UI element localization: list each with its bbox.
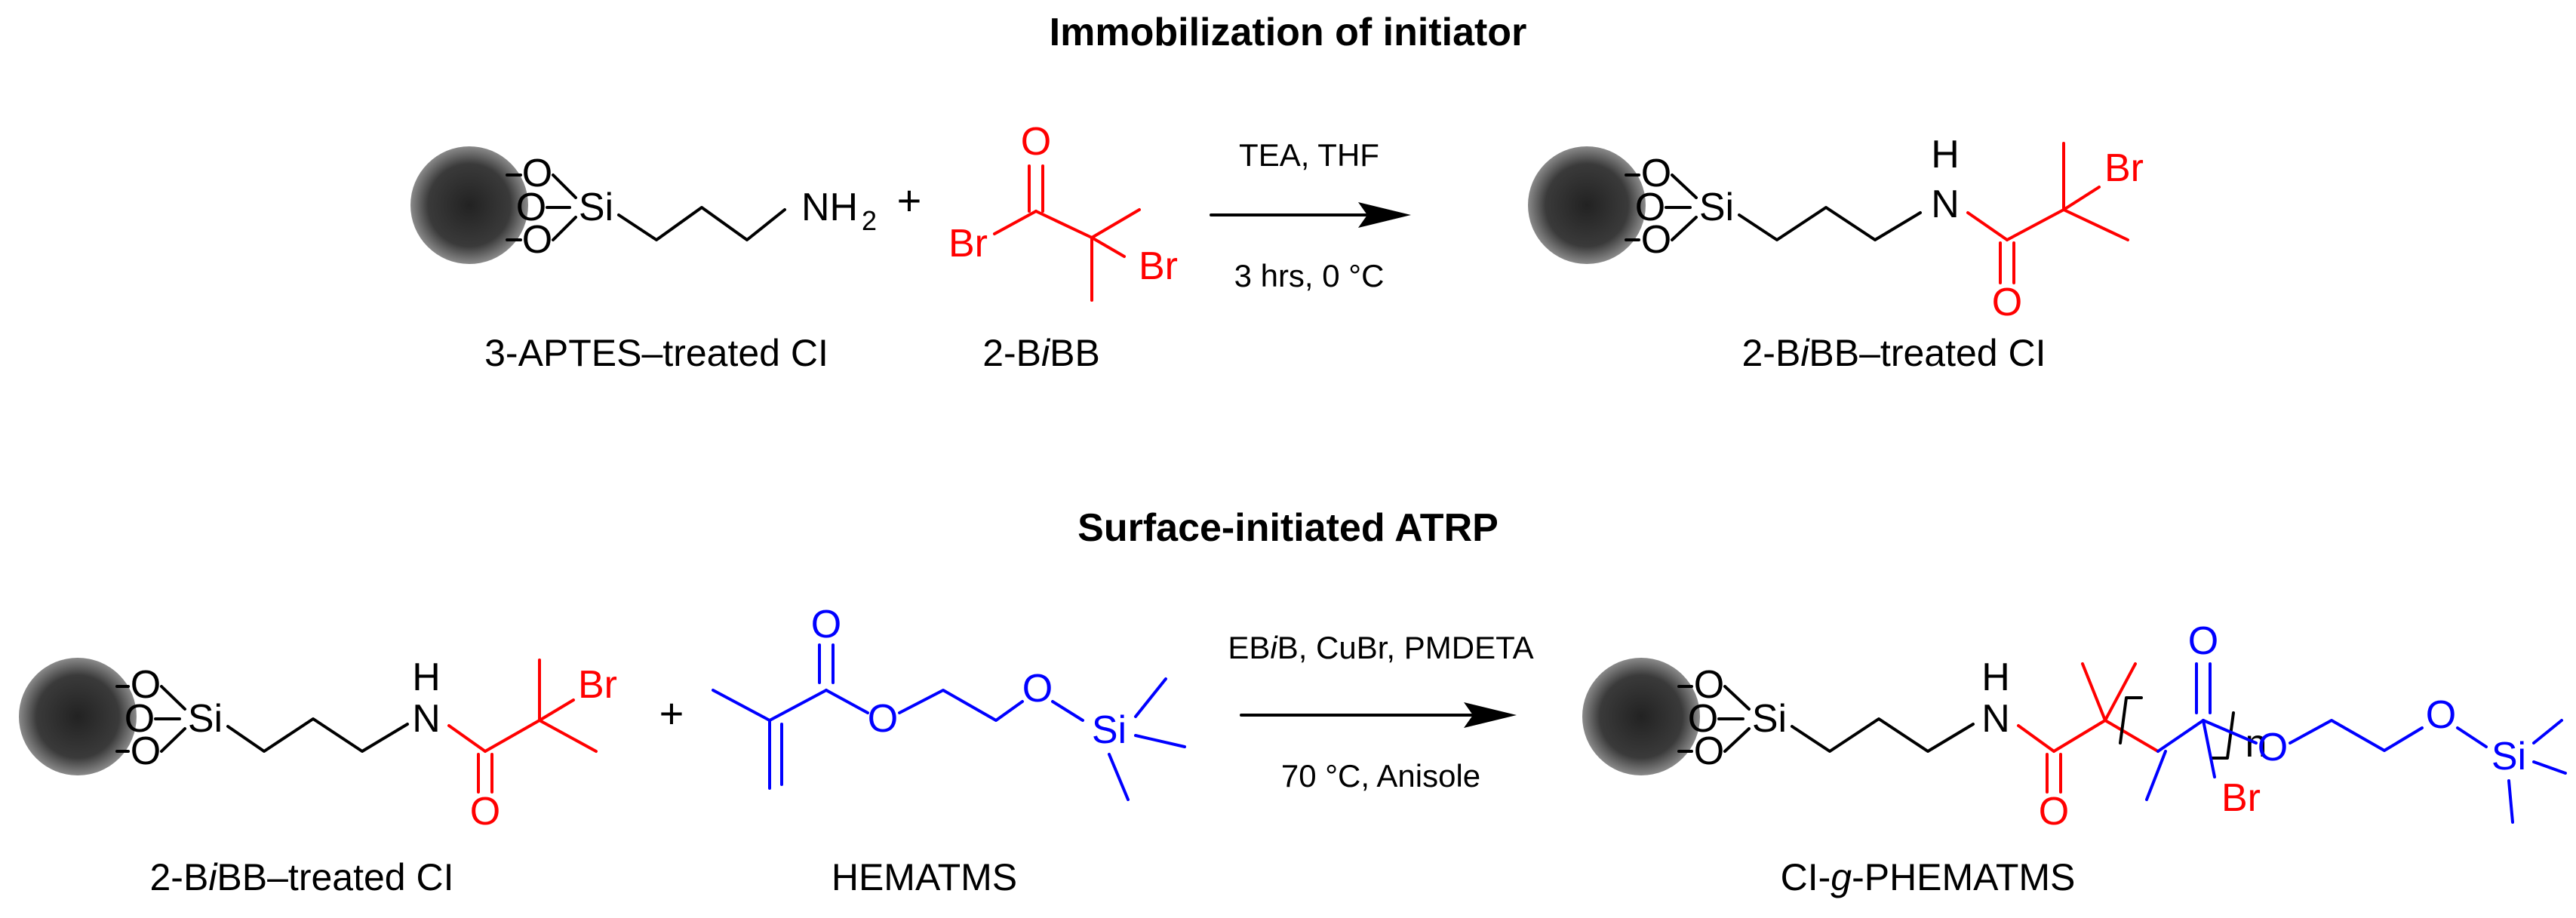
atom-o: O [1992, 281, 2022, 324]
atom-n: N [1981, 697, 2010, 741]
section-title-si-atrp: Surface-initiated ATRP [1077, 506, 1499, 550]
ci-g-phematms-structure: O O O Si H N O n Br O O O Si [1582, 619, 2567, 834]
atom-o: O [868, 697, 898, 741]
atom-h: H [1931, 133, 1960, 177]
atom-br: Br [2221, 776, 2261, 820]
label-hematms: HEMATMS [832, 856, 1017, 898]
plus-sign-2: + [659, 689, 684, 737]
atom-o: O [522, 152, 552, 195]
atom-h: H [1981, 655, 2010, 699]
section-title-immobilization: Immobilization of initiator [1050, 11, 1527, 54]
label-aptes-treated-ci: 3-APTES–treated CI [484, 332, 828, 374]
atom-o: O [1641, 218, 1671, 262]
atom-o: O [131, 663, 161, 707]
label-bibb-treated-ci-product: 2-BiBB–treated CI [1742, 332, 2046, 374]
atom-si: Si [1699, 186, 1734, 229]
label-bibb: 2-BiBB [982, 332, 1100, 374]
plus-sign-1: + [897, 177, 922, 224]
atom-h: H [412, 655, 441, 699]
atom-o: O [2188, 619, 2218, 663]
atom-o: O [1688, 697, 1718, 741]
label-ci-g-phematms: CI-g-PHEMATMS [1781, 856, 2076, 898]
atom-br: Br [2104, 146, 2144, 190]
atom-o: O [1694, 663, 1724, 707]
reaction-arrow-1 [1210, 202, 1411, 228]
conditions-1-temperature: 3 hrs, 0 °C [1234, 258, 1385, 293]
reaction-arrow-2 [1240, 702, 1517, 728]
atom-o: O [522, 218, 552, 262]
atom-o: O [1694, 729, 1724, 773]
atom-o: O [811, 603, 841, 646]
atom-n: N [412, 697, 441, 741]
atom-br: Br [578, 663, 617, 707]
ci-particle-3 [19, 658, 137, 775]
atom-o: O [124, 697, 155, 741]
atom-o: O [2039, 790, 2069, 834]
bibb-structure: O Br Br [948, 120, 1178, 302]
conditions-2-temperature: 70 °C, Anisole [1281, 758, 1480, 794]
atom-si: Si [1752, 697, 1787, 741]
atom-nh2: NH [801, 186, 858, 229]
atom-nh2-subscript: 2 [862, 205, 877, 236]
ci-particle-2 [1528, 146, 1646, 264]
atom-si: Si [1092, 708, 1127, 752]
atom-br: Br [1139, 244, 1178, 288]
atom-si: Si [579, 186, 613, 229]
conditions-2-reagents: EBiB, CuBr, PMDETA [1228, 630, 1533, 665]
ci-particle-1 [410, 146, 528, 264]
aptes-treated-ci-structure: O O O Si NH 2 [410, 146, 877, 264]
hematms-structure: O O O Si [712, 603, 1186, 801]
atom-si: Si [188, 697, 223, 741]
atom-o: O [131, 729, 161, 773]
atom-o: O [2426, 693, 2456, 737]
bibb-treated-ci-reactant-structure: O O O Si H N O Br [19, 655, 617, 834]
atom-si: Si [2491, 735, 2526, 778]
atom-n: N [1931, 183, 1960, 226]
atom-o: O [516, 186, 546, 229]
atom-o: O [1022, 667, 1053, 711]
atom-o: O [1635, 186, 1665, 229]
atom-br: Br [948, 222, 988, 266]
label-bibb-treated-ci-reactant: 2-BiBB–treated CI [150, 856, 454, 898]
ci-particle-4 [1582, 658, 1700, 775]
atom-o: O [1021, 120, 1051, 164]
bibb-treated-ci-structure: O O O Si H N O Br [1528, 133, 2144, 324]
atom-o: O [2258, 726, 2288, 769]
atom-o: O [1641, 152, 1671, 195]
atom-o: O [470, 790, 500, 834]
conditions-1-reagents: TEA, THF [1239, 137, 1379, 173]
